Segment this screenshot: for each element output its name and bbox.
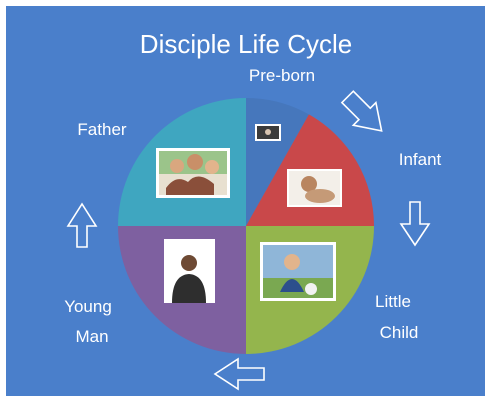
- diagram-title: Disciple Life Cycle: [140, 29, 352, 59]
- young-man-photo: [164, 239, 215, 303]
- label-preborn: Pre-born: [249, 66, 315, 85]
- arrow-down-icon: [399, 201, 431, 247]
- label-young: Young: [64, 297, 112, 316]
- father-photo: [156, 148, 230, 198]
- arrow-down-right-icon: [340, 90, 383, 132]
- label-little: Little: [375, 292, 411, 311]
- arrow-left-icon: [213, 357, 265, 391]
- little-child-photo: [260, 242, 336, 301]
- infant-photo: [287, 169, 342, 207]
- life-cycle-diagram: Disciple Life Cycle: [6, 6, 485, 396]
- label-infant: Infant: [399, 150, 442, 169]
- pie: [118, 97, 375, 354]
- label-man: Man: [75, 327, 108, 346]
- slide: Disciple Life Cycle: [6, 6, 485, 396]
- label-child: Child: [380, 323, 419, 342]
- preborn-photo: [255, 124, 281, 141]
- label-father: Father: [77, 120, 126, 139]
- arrow-up-icon: [66, 202, 98, 248]
